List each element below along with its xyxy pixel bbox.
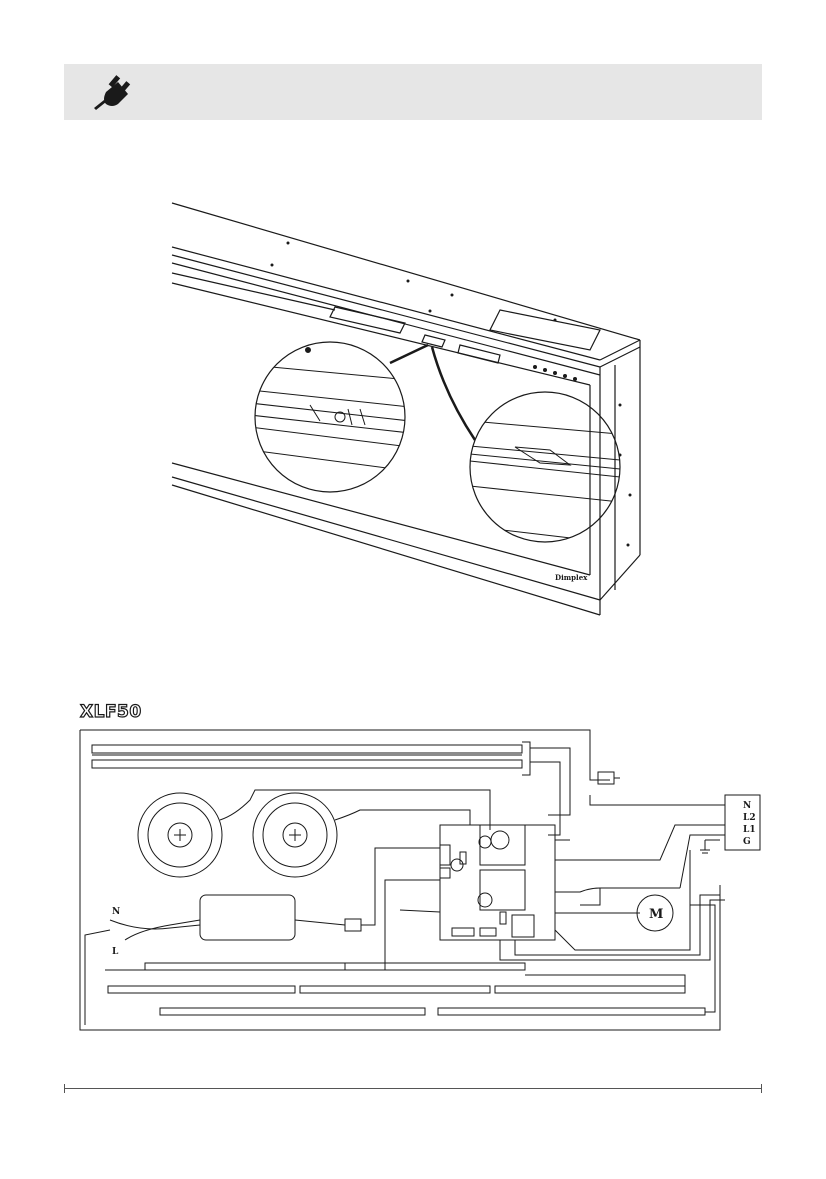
terminal-l1: L1 (743, 825, 756, 835)
fireplace-illustration: Dimplex (160, 195, 650, 620)
live-label: L (112, 947, 119, 957)
wiring-diagram: N L N L2 L1 G M (60, 720, 780, 1040)
terminal-l2: L2 (743, 813, 756, 823)
model-label: XLF50 (80, 702, 142, 722)
neutral-label: N (112, 907, 120, 917)
footer-rule-start (64, 1084, 65, 1093)
brand-logo: Dimplex (555, 573, 588, 582)
terminal-g: G (743, 837, 751, 847)
disconnect-power-banner (64, 64, 762, 120)
footer-rule-end (761, 1084, 762, 1093)
terminal-n: N (743, 801, 751, 811)
motor-label: M (649, 907, 663, 922)
footer-rule (64, 1088, 762, 1089)
power-plug-icon (92, 72, 136, 112)
